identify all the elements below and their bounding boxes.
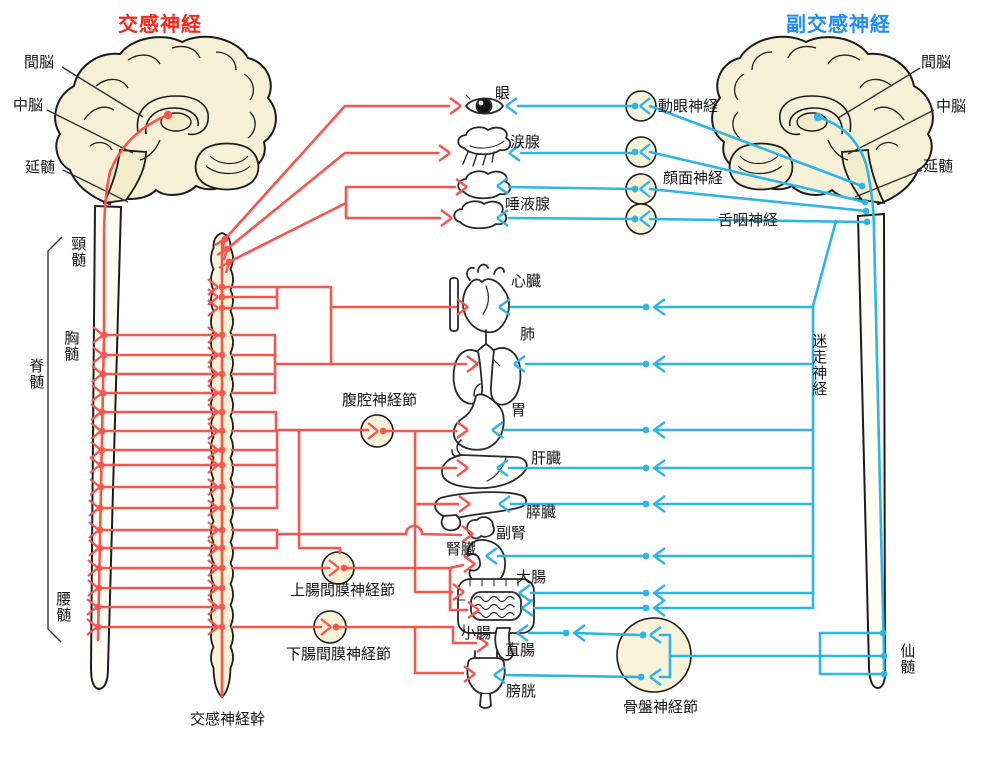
label-spinal-cord: 脊髄 [27, 358, 46, 390]
label-rectum: 直腸 [505, 641, 536, 659]
label-kidney: 腎臓 [446, 540, 477, 558]
spinal-cord-bracket [47, 236, 63, 643]
label-inferior-mesenteric-ganglion: 下腸間膜神経節 [286, 645, 392, 663]
small-intestine-icon [473, 595, 515, 619]
title-parasympathetic: 副交感神経 [786, 12, 891, 36]
label-superior-mesenteric-ganglion: 上腸間膜神経節 [290, 581, 396, 599]
label-vagus-nerve: 迷走神経 [810, 333, 829, 397]
label-thoracic-cord: 胸髄 [62, 330, 81, 362]
parasympathetic-fibers [496, 104, 886, 679]
lacrimal-gland-icon [457, 126, 512, 167]
label-cervical-cord: 頸髄 [69, 236, 88, 268]
eye-icon [465, 94, 504, 115]
label-medulla-left: 延髄 [25, 158, 56, 176]
label-midbrain-right: 中脳 [936, 97, 967, 115]
brain-icon-left [54, 35, 277, 206]
label-eye: 眼 [495, 84, 511, 102]
label-adrenal-gland: 副腎 [496, 524, 527, 542]
label-lacrimal-gland: 涙腺 [510, 133, 541, 151]
label-glossopharyngeal-nerve: 舌咽神経 [718, 211, 779, 229]
label-stomach: 胃 [511, 401, 527, 419]
synapse-marks [86, 97, 888, 686]
label-facial-nerve: 顔面神経 [663, 169, 724, 187]
liver-icon [441, 454, 528, 489]
label-pancreas: 膵臓 [526, 503, 557, 521]
label-celiac-ganglion: 腹腔神経節 [342, 391, 418, 409]
label-large-intestine: 大腸 [516, 568, 547, 586]
label-lumbar-cord: 腰髄 [54, 591, 73, 623]
stomach-icon [451, 383, 505, 457]
kidney-icon [466, 539, 506, 586]
label-liver: 肝臓 [531, 449, 562, 467]
heart-icon [449, 263, 510, 334]
label-small-intestine: 小腸 [461, 624, 492, 642]
label-bladder: 膀胱 [506, 682, 537, 700]
label-salivary-gland: 唾液腺 [505, 195, 551, 213]
label-leader-lines [46, 66, 935, 643]
rectum-icon [494, 627, 514, 661]
label-diencephalon-left: 間脳 [24, 53, 55, 71]
label-heart: 心臓 [511, 272, 542, 290]
bladder-icon [466, 650, 506, 709]
label-sacral-cord: 仙髄 [898, 643, 917, 675]
label-pelvic-ganglion: 骨盤神経節 [623, 698, 699, 716]
lung-icon [452, 329, 522, 406]
spinal-cord-left-icon [89, 204, 123, 691]
salivary-gland-icon [453, 170, 512, 230]
label-lung: 肺 [520, 325, 536, 343]
label-medulla-right: 延髄 [923, 157, 954, 175]
title-sympathetic: 交感神経 [118, 12, 202, 36]
label-diencephalon-right: 間脳 [921, 53, 952, 71]
spinal-cord-right-icon [856, 212, 887, 690]
adrenal-gland-icon [466, 516, 495, 540]
pancreas-icon [434, 491, 528, 532]
label-midbrain-left: 中脳 [13, 96, 44, 114]
sympathetic-fibers [96, 104, 478, 698]
label-sympathetic-trunk: 交感神経幹 [190, 710, 266, 728]
label-oculomotor-nerve: 動眼神経 [658, 97, 719, 115]
